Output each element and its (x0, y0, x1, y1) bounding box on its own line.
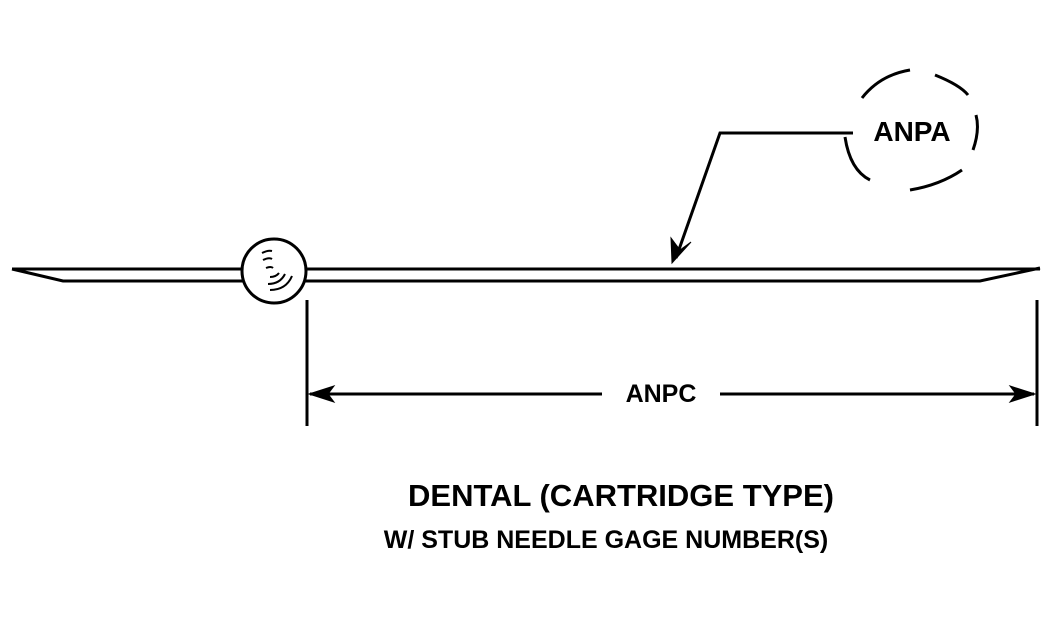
callout-dashed-circle (843, 68, 979, 192)
needle-shaft (11, 266, 1041, 283)
needle-hub (240, 237, 308, 305)
dimension-lines (305, 300, 1039, 426)
callout-leader (670, 131, 853, 265)
caption-subtitle: W/ STUB NEEDLE GAGE NUMBER(S) (384, 526, 828, 554)
caption-title: DENTAL (CARTRIDGE TYPE) (408, 478, 834, 513)
dimension-label: ANPC (626, 380, 697, 408)
callout-label: ANPA (873, 116, 950, 147)
